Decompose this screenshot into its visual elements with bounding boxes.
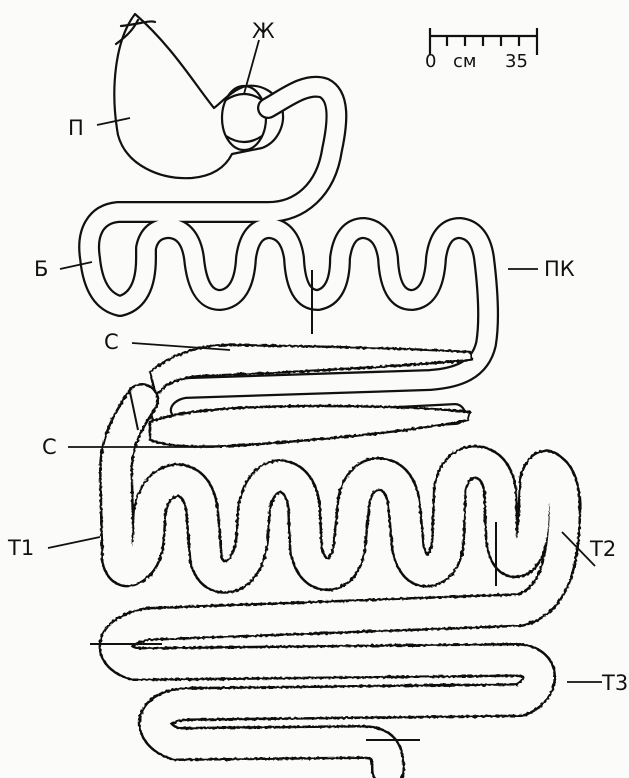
label-gizzard: Ж — [252, 19, 275, 43]
scale-max-label: 35 — [505, 51, 528, 72]
small-intestine-lumen — [89, 87, 488, 428]
scale-min-label: 0 — [425, 51, 436, 72]
label-cecum-upper: С — [104, 330, 119, 354]
scale-unit-label: см — [453, 51, 476, 72]
label-colon-1: T1 — [7, 536, 34, 560]
gizzard — [222, 86, 266, 150]
label-stomach: П — [68, 116, 84, 140]
label-jejunum: ПК — [544, 257, 575, 281]
label-colon-2: T2 — [589, 537, 616, 561]
cecum-lower — [150, 406, 470, 447]
label-colon-3: T3 — [601, 671, 628, 695]
label-cecum-lower: С — [42, 435, 57, 459]
label-duodenum: Б — [34, 257, 48, 281]
